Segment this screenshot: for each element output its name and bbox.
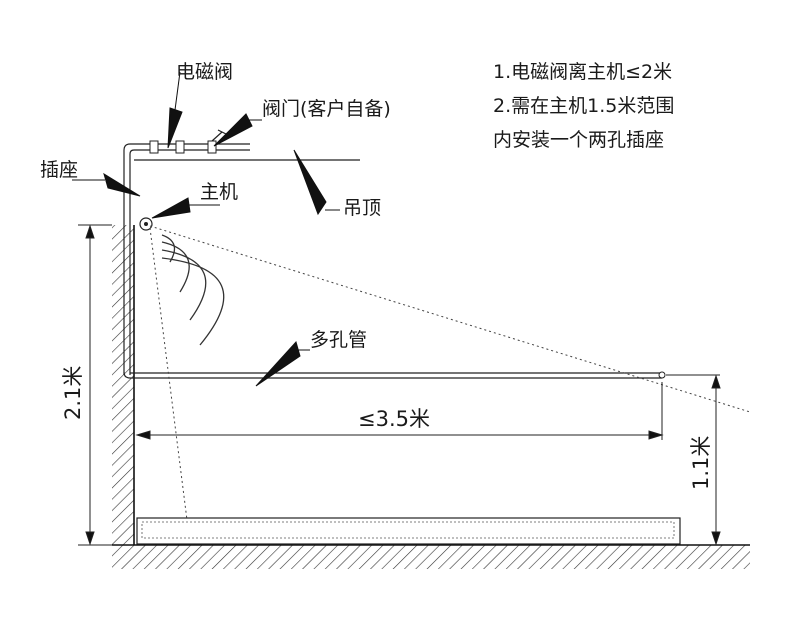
dim-wall-height: [78, 224, 112, 546]
sensor-arcs: [161, 234, 225, 346]
note-line-2: 2.需在主机1.5米范围: [493, 95, 674, 117]
label-pipe-height: 1.1米: [689, 436, 713, 490]
note-line-3: 内安装一个两孔插座: [493, 129, 664, 151]
host-sensor: [139, 217, 153, 231]
label-socket: 插座: [40, 159, 78, 181]
label-pipe-length: ≤3.5米: [358, 407, 430, 431]
perforated-pipe: [123, 371, 666, 379]
dim-pipe-length: [135, 382, 664, 440]
label-solenoid-valve: 电磁阀: [176, 61, 233, 83]
note-line-1: 1.电磁阀离主机≤2米: [493, 61, 672, 83]
wall: [112, 225, 135, 545]
supply-pipe: [123, 129, 250, 375]
label-perforated-pipe: 多孔管: [310, 329, 367, 351]
dim-pipe-height: [666, 374, 721, 546]
label-valve-customer: 阀门(客户自备): [262, 98, 391, 120]
label-host: 主机: [200, 181, 238, 203]
floor-tray: [136, 517, 681, 545]
detection-lines: [149, 225, 751, 521]
label-wall-height: 2.1米: [61, 366, 85, 420]
leader-arrows: [72, 71, 340, 387]
floor: [112, 544, 750, 569]
label-ceiling: 吊顶: [343, 197, 381, 219]
